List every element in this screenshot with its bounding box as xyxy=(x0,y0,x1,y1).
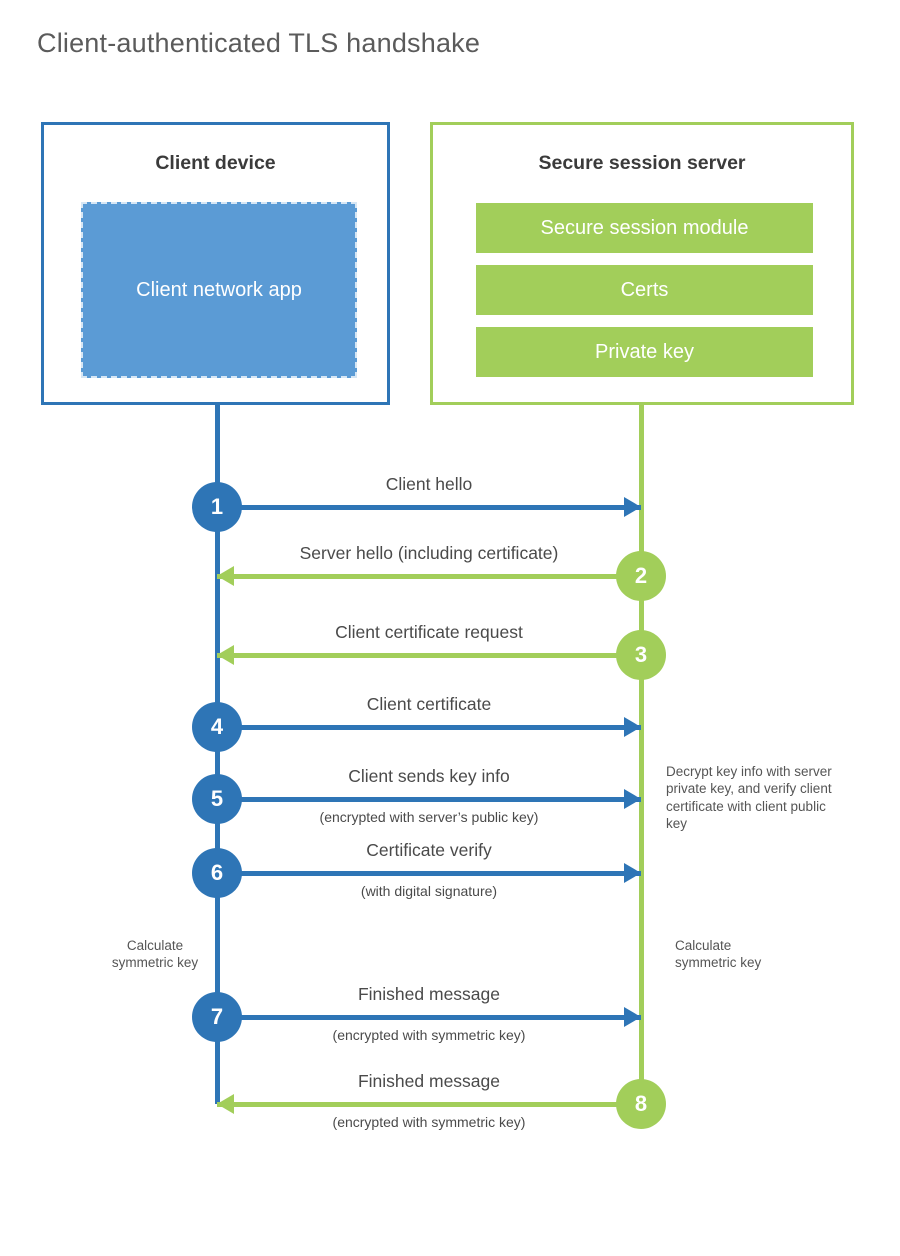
message-1-arrow-line xyxy=(217,505,641,510)
message-4-arrow-line xyxy=(217,725,641,730)
message-1-label: Client hello xyxy=(385,474,473,494)
message-7-sublabel: (encrypted with symmetric key) xyxy=(332,1027,526,1043)
page-title: Client-authenticated TLS handshake xyxy=(37,28,481,58)
client-lifeline xyxy=(215,405,220,1104)
secure-session-server-box: Secure session server Secure session mod… xyxy=(430,122,854,405)
message-8-arrow-line xyxy=(217,1102,641,1107)
message-7-arrowhead-right-icon xyxy=(624,1007,641,1027)
message-2-arrow-line xyxy=(217,574,641,579)
calculate-symmetric-key-client-note: Calculate symmetric key xyxy=(111,938,199,971)
step-6-badge: 6 xyxy=(192,848,242,898)
message-7-arrow-line xyxy=(217,1015,641,1020)
step-4-badge: 4 xyxy=(192,702,242,752)
decrypt-note: Decrypt key info with server private key… xyxy=(666,764,832,831)
message-5-label: Client sends key info xyxy=(348,766,510,786)
message-6-arrow-line xyxy=(217,871,641,876)
server-module-secure-session: Secure session module xyxy=(476,203,813,253)
client-device-box: Client device Client network app xyxy=(41,122,390,405)
message-3-arrow-line xyxy=(217,653,641,658)
step-1-badge: 1 xyxy=(192,482,242,532)
message-3-label: Client certificate request xyxy=(335,622,523,642)
client-device-title: Client device xyxy=(155,152,276,174)
step-3-badge: 3 xyxy=(616,630,666,680)
client-network-app-label: Client network app xyxy=(136,278,302,301)
server-lifeline xyxy=(639,405,644,1104)
message-8-label: Finished message xyxy=(357,1071,501,1091)
message-1-arrowhead-right-icon xyxy=(624,497,641,517)
message-6-arrowhead-right-icon xyxy=(624,863,641,883)
step-7-badge: 7 xyxy=(192,992,242,1042)
secure-session-server-title: Secure session server xyxy=(538,152,746,174)
step-5-badge: 5 xyxy=(192,774,242,824)
step-2-badge: 2 xyxy=(616,551,666,601)
message-5-arrowhead-right-icon xyxy=(624,789,641,809)
message-8-arrowhead-left-icon xyxy=(217,1094,234,1114)
message-4-arrowhead-right-icon xyxy=(624,717,641,737)
message-4-label: Client certificate xyxy=(366,694,492,714)
step-8-badge: 8 xyxy=(616,1079,666,1129)
server-module-certs: Certs xyxy=(476,265,813,315)
message-7-label: Finished message xyxy=(357,984,501,1004)
server-module-private-key: Private key xyxy=(476,327,813,377)
message-8-sublabel: (encrypted with symmetric key) xyxy=(332,1114,526,1130)
message-2-arrowhead-left-icon xyxy=(217,566,234,586)
message-6-sublabel: (with digital signature) xyxy=(360,883,498,899)
message-2-label: Server hello (including certificate) xyxy=(299,543,559,563)
message-6-label: Certificate verify xyxy=(366,840,492,860)
message-5-sublabel: (encrypted with server’s public key) xyxy=(319,809,539,825)
message-5-arrow-line xyxy=(217,797,641,802)
calculate-symmetric-key-server-note: Calculate symmetric key xyxy=(675,938,762,971)
client-network-app-box: Client network app xyxy=(81,202,357,378)
message-3-arrowhead-left-icon xyxy=(217,645,234,665)
